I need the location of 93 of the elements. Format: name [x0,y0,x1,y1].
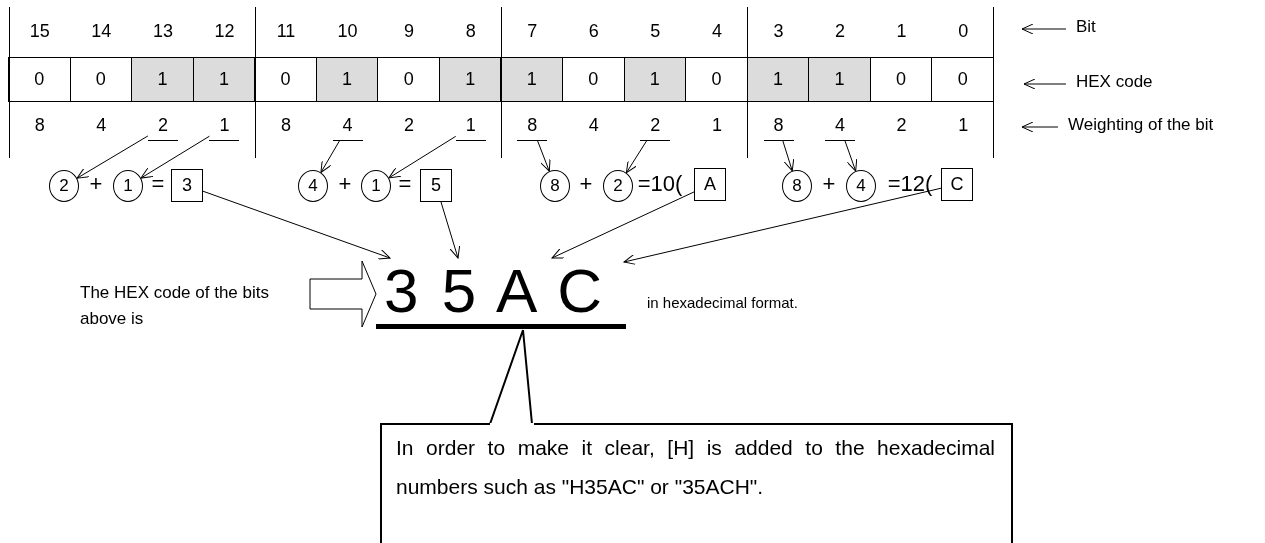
bit-value-cell: 0 [377,57,440,102]
bit-number: 0 [957,21,970,42]
bit-number: 3 [772,21,785,42]
bit-number: 6 [587,21,600,42]
bit-weight: 8 [280,115,292,136]
bit-value-cell: 0 [562,57,625,102]
bit-weight: 2 [403,115,416,136]
math-operator: + [89,171,103,197]
arrow [140,135,210,179]
hex-result: 3 5 A C [376,258,626,329]
circled-number: 2 [603,170,633,202]
underlined-weight: 4 [332,113,363,141]
block-arrow [309,260,377,328]
arrow [625,140,647,174]
bit-number: 14 [90,21,113,42]
bit-number: 2 [834,21,847,42]
bit-value-cell: 1 [438,57,502,102]
circled-number: 4 [846,170,876,202]
arrow [320,140,340,173]
bit-weight: 1 [957,115,970,136]
arrow [551,191,695,259]
circled-number: 8 [782,170,812,202]
arrow [202,190,391,260]
result-box: C [941,168,973,201]
bit-value-cell: 1 [746,57,810,102]
description-text: The HEX code of the bits above is [80,280,310,328]
underlined-weight: 1 [455,113,486,141]
circled-number: 1 [361,170,391,202]
arrow [844,140,858,172]
bit-value-cell: 1 [500,57,563,102]
bit-value-cell: 0 [685,57,748,102]
arrow [1023,78,1067,90]
bit-number: 10 [336,21,359,42]
math-operator: + [579,171,593,197]
bit-value-cell: 0 [8,57,71,102]
math-operator: + [338,171,352,197]
math-operator: = [398,171,412,197]
bit-weight: 1 [710,115,723,136]
bit-number: 12 [213,21,236,42]
arrow [440,201,461,259]
arrow [537,140,551,172]
bit-value-cell: 1 [131,57,194,102]
bit-value-cell: 1 [808,57,871,102]
result-box: 5 [420,169,452,202]
bit-number: 15 [28,21,51,42]
circled-number: 8 [540,170,570,202]
result-box: A [694,168,726,201]
math-operator: + [822,171,836,197]
bit-value-cell: 0 [69,57,133,102]
underlined-weight: 1 [209,113,240,141]
bit-value-cell: 0 [254,57,317,102]
bit-number: 11 [275,21,297,42]
bit-weight: 2 [895,115,908,136]
arrow [623,187,942,265]
bit-number: 5 [649,21,662,42]
row-label: HEX code [1076,72,1153,91]
row-label: Bit [1076,17,1096,36]
callout-text: In order to make it clear, [H] is added to the hexadecimal numbers such as "H35AC" or "35ACH". [396,435,995,500]
bit-weight: 4 [95,115,108,136]
callout-box [380,423,1013,543]
callout-pointer [489,329,533,425]
math-operator: = [151,171,165,197]
underlined-weight: 4 [825,113,856,141]
arrow [782,140,795,172]
arrow [388,135,457,179]
underlined-weight: 8 [517,113,548,141]
circled-number: 1 [113,170,143,202]
circled-number: 2 [49,170,79,202]
arrow [1021,121,1059,133]
result-box: 3 [171,169,203,202]
note-text: in hexadecimal format. [647,294,798,311]
bit-number: 9 [403,21,416,42]
bit-value-cell: 1 [192,57,256,102]
underlined-weight: 2 [147,113,178,141]
bit-weight: 4 [587,115,600,136]
underlined-weight: 8 [763,113,794,141]
bit-number: 8 [464,21,477,42]
bit-value-cell: 1 [315,57,379,102]
bit-number: 13 [151,21,174,42]
math-operator: =10( [637,171,683,197]
arrow [76,135,149,179]
bit-value-cell: 0 [931,57,994,102]
bit-weight: 8 [33,115,46,136]
bit-value-cell: 0 [869,57,933,102]
bit-number: 4 [710,21,723,42]
bit-number: 1 [895,21,908,42]
bit-value-cell: 1 [623,57,687,102]
arrow [1021,23,1067,35]
bit-number: 7 [526,21,539,42]
math-operator: =12( [887,171,933,197]
row-label: Weighting of the bit [1068,115,1214,134]
underlined-weight: 2 [640,113,671,141]
circled-number: 4 [298,170,328,202]
